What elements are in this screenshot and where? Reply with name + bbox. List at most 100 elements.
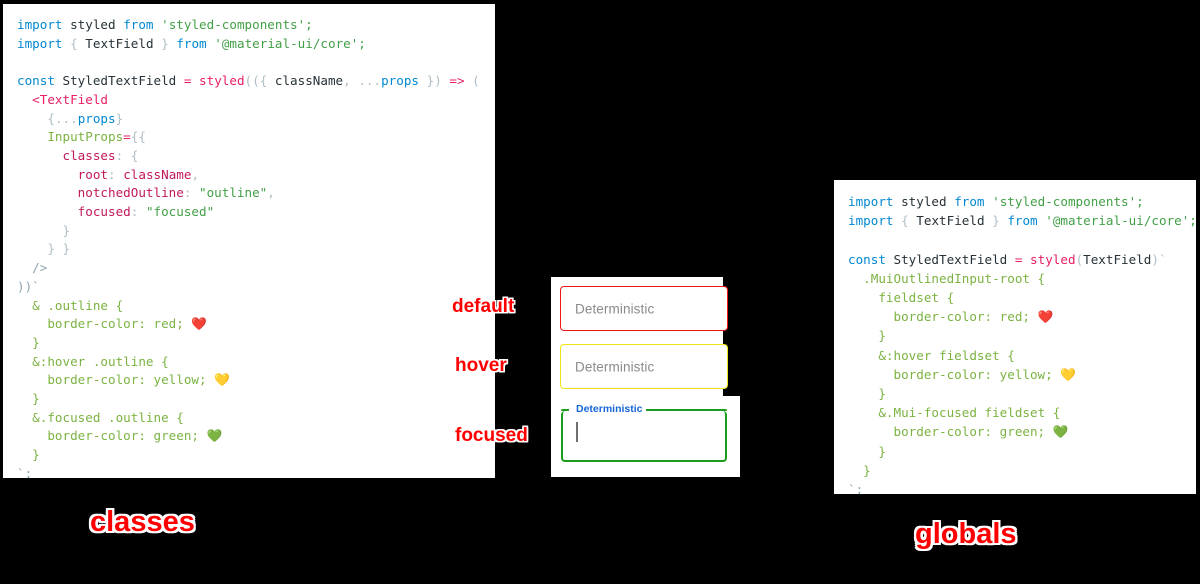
- token-border-red: border-color: red;: [47, 316, 184, 332]
- token-g-styled-ident: styled: [901, 194, 947, 209]
- token-template-end: `;: [17, 465, 33, 478]
- token-outline-selector: & .outline {: [32, 297, 124, 313]
- token-styled-ident: styled: [70, 17, 116, 32]
- textfield-default[interactable]: Deterministic: [560, 286, 728, 331]
- token-import: import: [17, 17, 63, 32]
- annotation-default: default: [452, 296, 515, 317]
- token-from: from: [123, 17, 154, 32]
- token-g-brace-close: }: [992, 213, 1000, 229]
- token-g-material-ui-pkg: '@material-ui/core';: [1045, 213, 1196, 229]
- token-border-green: border-color: green;: [47, 428, 199, 444]
- token-g-paren-tick: )`: [1151, 251, 1167, 267]
- token-classes-key: classes: [62, 147, 116, 163]
- textfield-hover[interactable]: Deterministic: [560, 344, 728, 389]
- token-comma3: ,: [267, 185, 275, 201]
- token-close-brace1: }: [32, 334, 40, 350]
- token-colon1: :: [115, 147, 124, 163]
- token-spread-close: }: [115, 110, 124, 126]
- token-g-border-yellow: border-color: yellow;: [893, 366, 1053, 382]
- token-comma2: ,: [191, 166, 200, 182]
- token-comma: ,: [343, 73, 351, 89]
- token-focused-selector: &.focused .outline {: [32, 409, 184, 425]
- token-textfield-ident: TextField: [85, 35, 154, 51]
- token-g-equals: =: [1014, 251, 1023, 267]
- token-notchedoutline-key: notchedOutline: [77, 185, 184, 201]
- token-paren-close: ): [434, 73, 442, 89]
- token-g-textfield-ident: TextField: [916, 213, 985, 229]
- token-inputprops-attr: InputProps: [47, 129, 124, 145]
- token-g-fieldset-selector: fieldset {: [878, 290, 955, 306]
- token-const: const: [17, 73, 55, 89]
- token-spread-props: props: [77, 110, 116, 126]
- token-styledtextfield: StyledTextField: [62, 73, 177, 89]
- token-close-brace2: }: [32, 391, 40, 407]
- token-root-key: root: [77, 166, 109, 182]
- token-g-const: const: [848, 251, 886, 267]
- token-attr-eq: =: [123, 129, 131, 145]
- annotation-focused: focused: [455, 425, 528, 446]
- g-yellow-heart-icon: 💛: [1060, 366, 1077, 382]
- token-props-param: props: [381, 73, 419, 89]
- text-caret: [576, 422, 578, 442]
- annotation-hover: hover: [455, 355, 507, 376]
- token-g-styled-components-pkg: 'styled-components';: [992, 194, 1144, 209]
- token-focused-key: focused: [77, 204, 131, 220]
- code-block-globals: import styled from 'styled-components'; …: [834, 180, 1196, 494]
- token-spread-dots: ...: [358, 73, 382, 89]
- token-colon2: :: [108, 166, 116, 182]
- caption-classes: classes: [90, 506, 195, 538]
- token-arrow: =>: [449, 73, 465, 89]
- token-g-close3: }: [878, 443, 886, 459]
- token-hover-selector: &:hover .outline {: [32, 353, 169, 369]
- token-jsx-textfield-open: <TextField: [32, 91, 108, 107]
- token-paren-open2: (: [472, 73, 480, 89]
- token-g-brace-open: {: [901, 213, 909, 229]
- token-material-ui-pkg: '@material-ui/core';: [214, 35, 366, 51]
- token-destructure-open: {: [259, 73, 268, 89]
- token-g-close1: }: [878, 328, 886, 344]
- token-g-from-2: from: [1007, 213, 1038, 229]
- token-border-yellow: border-color: yellow;: [47, 372, 207, 388]
- g-red-heart-icon: ❤️: [1037, 309, 1054, 325]
- token-parens: ((: [244, 73, 260, 89]
- token-g-import: import: [848, 194, 894, 209]
- token-g-border-red: border-color: red;: [893, 309, 1030, 325]
- token-g-mui-root-selector: .MuiOutlinedInput-root {: [863, 270, 1046, 286]
- token-import-2: import: [17, 35, 63, 51]
- token-spread-open: {: [47, 110, 55, 126]
- yellow-heart-icon: 💛: [214, 372, 230, 388]
- token-equals: =: [183, 73, 192, 89]
- token-close-brace3: }: [32, 447, 40, 463]
- red-heart-icon: ❤️: [191, 316, 208, 332]
- token-jsx-selfclose: />: [32, 260, 48, 276]
- token-g-styledtextfield: StyledTextField: [893, 251, 1008, 267]
- token-outline-string: "outline": [199, 185, 268, 201]
- token-from-2: from: [176, 35, 207, 51]
- code-panel-globals: import styled from 'styled-components'; …: [834, 180, 1196, 494]
- code-block-classes: import styled from 'styled-components'; …: [3, 4, 495, 478]
- token-g-mui-focused-selector: &.Mui-focused fieldset {: [878, 405, 1061, 421]
- token-brace-close: }: [161, 35, 169, 51]
- token-g-paren-open: (: [1075, 251, 1084, 267]
- token-destructure-close: }: [426, 73, 435, 89]
- token-g-template-end: `;: [848, 482, 864, 494]
- g-green-heart-icon: 💚: [1052, 424, 1069, 440]
- token-spread-dots2: ...: [54, 110, 78, 126]
- token-brace-open: {: [70, 35, 78, 51]
- token-g-close2: }: [878, 386, 886, 402]
- token-classname-param: className: [274, 73, 344, 89]
- green-heart-icon: 💚: [206, 428, 223, 444]
- token-focused-string: "focused": [145, 204, 215, 220]
- token-paren-close-tick: ))`: [17, 278, 40, 294]
- textfield-hover-value: Deterministic: [575, 359, 655, 374]
- textfield-focused[interactable]: Deterministic: [560, 403, 728, 462]
- token-g-textfield-arg: TextField: [1083, 251, 1152, 267]
- token-classname-val: className: [123, 166, 192, 182]
- token-styled-components-pkg: 'styled-components';: [161, 17, 313, 32]
- token-styled-call: styled: [199, 73, 245, 89]
- caption-globals: globals: [915, 518, 1017, 550]
- token-g-styled-call: styled: [1030, 251, 1076, 267]
- token-obj-close: }: [62, 222, 71, 238]
- token-g-from: from: [954, 194, 985, 209]
- token-g-border-green: border-color: green;: [893, 424, 1046, 440]
